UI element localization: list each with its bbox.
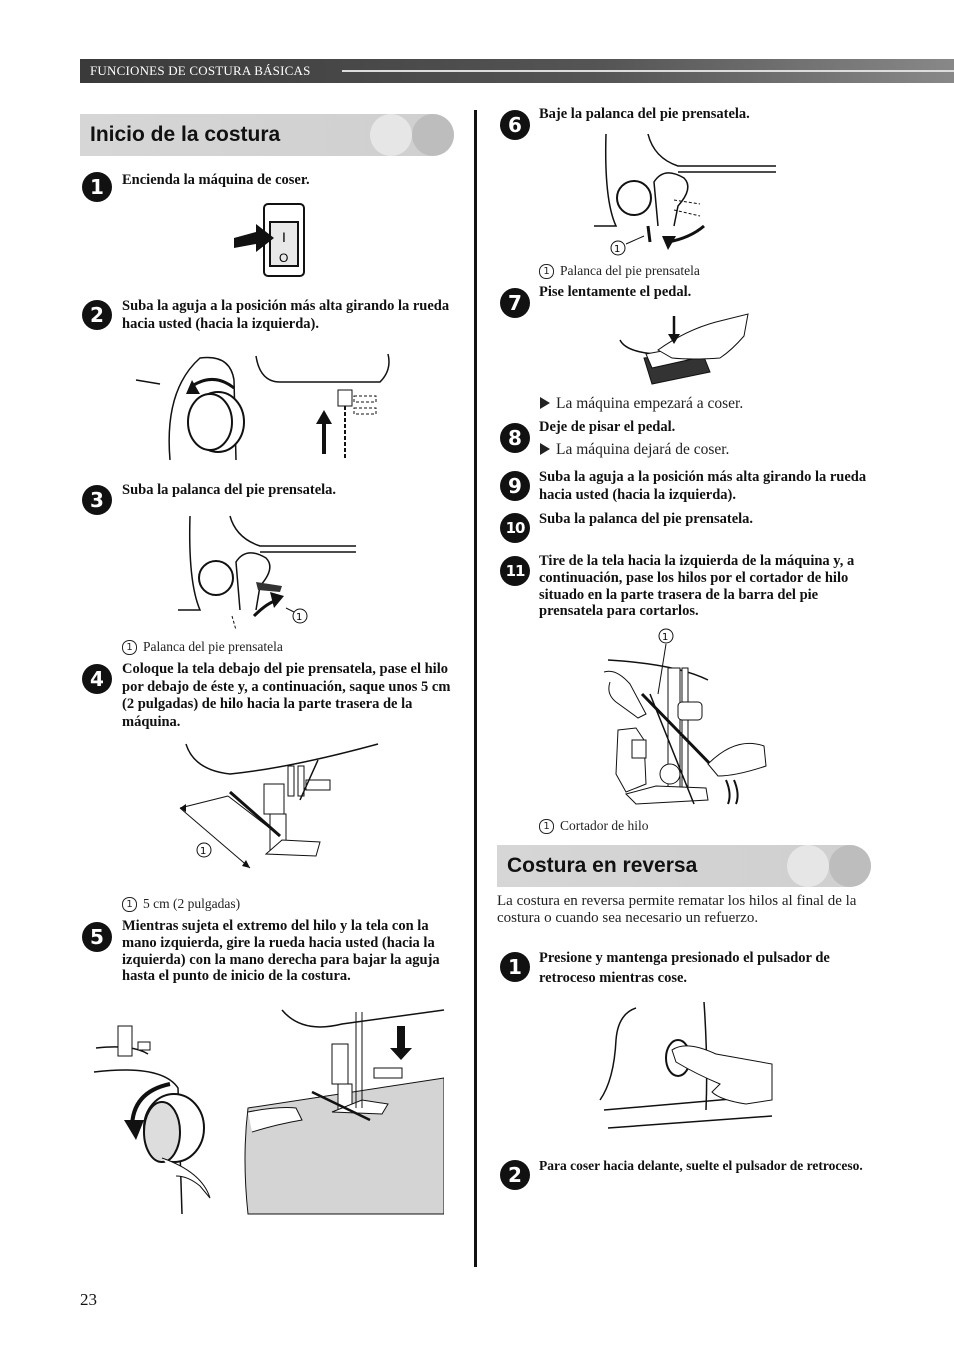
step-number: 3 xyxy=(82,485,112,515)
callout-marker: 1 xyxy=(122,897,137,912)
callout-number: 1 xyxy=(296,612,302,623)
callout-marker: 1 xyxy=(539,264,554,279)
presser-foot-lever-down-illustration: 1 xyxy=(594,133,776,256)
result-text: La máquina empezará a coser. xyxy=(556,395,744,412)
figure-caption: 1 Palanca del pie prensatela xyxy=(122,639,283,655)
step-number: 2 xyxy=(500,1160,530,1190)
reverse-button-illustration xyxy=(599,1001,773,1129)
callout-number: 1 xyxy=(200,846,206,857)
result-arrow-icon xyxy=(540,443,550,455)
presser-foot-lever-up-illustration: 1 xyxy=(178,515,356,631)
step-number: 5 xyxy=(82,922,112,952)
title-decoration xyxy=(370,114,412,156)
section-title-reversa: Costura en reversa xyxy=(497,845,871,887)
step-number: 2 xyxy=(82,300,112,330)
step-number: 7 xyxy=(500,288,530,318)
result-text: La máquina dejará de coser. xyxy=(556,441,730,458)
callout-marker: 1 xyxy=(122,640,137,655)
step-text: Tire de la tela hacia la izquierda de la… xyxy=(539,553,855,620)
step-number: 11 xyxy=(500,556,530,586)
step-text: Suba la palanca del pie prensatela. xyxy=(539,511,754,527)
fabric-thread-illustration: 1 xyxy=(179,743,379,869)
step-number: 4 xyxy=(82,664,112,694)
caption-text: Palanca del pie prensatela xyxy=(560,263,700,278)
step-text: Suba la aguja a la posición más alta gir… xyxy=(539,469,867,503)
step-number: 8 xyxy=(500,423,530,453)
section-intro: La costura en reversa permite rematar lo… xyxy=(497,893,857,926)
title-decoration xyxy=(787,845,829,887)
step-text: Para coser hacia delante, suelte el puls… xyxy=(539,1158,863,1173)
hand-wheel-fabric-illustration xyxy=(93,1009,444,1215)
section-title-inicio: Inicio de la costura xyxy=(80,114,454,156)
caption-text: 5 cm (2 pulgadas) xyxy=(143,896,241,911)
step-text: Suba la aguja a la posición más alta gir… xyxy=(122,298,450,332)
title-decoration xyxy=(829,845,871,887)
handwheel-needle-illustration xyxy=(135,353,390,461)
step-text: Baje la palanca del pie prensatela. xyxy=(539,106,750,122)
step-text: Coloque la tela debajo del pie prensatel… xyxy=(122,661,451,730)
step-result: La máquina empezará a coser. xyxy=(540,395,743,413)
callout-number: 1 xyxy=(662,632,668,643)
step-text: Suba la palanca del pie prensatela. xyxy=(122,482,337,498)
header-rule xyxy=(342,70,954,72)
callout-marker: 1 xyxy=(539,819,554,834)
step-number: 6 xyxy=(500,110,530,140)
switch-on-label: I xyxy=(282,229,286,245)
step-text: Presione y mantenga presionado el pulsad… xyxy=(539,950,830,986)
power-switch-illustration: I O xyxy=(234,203,305,277)
step-text: Encienda la máquina de coser. xyxy=(122,172,310,188)
switch-off-label: O xyxy=(279,251,288,265)
step-number: 1 xyxy=(82,172,112,202)
chapter-title: FUNCIONES DE COSTURA BÁSICAS xyxy=(90,63,311,78)
page-number: 23 xyxy=(80,1290,97,1309)
section-title-text: Inicio de la costura xyxy=(90,123,281,146)
chapter-header: FUNCIONES DE COSTURA BÁSICAS xyxy=(80,59,954,83)
caption-text: Cortador de hilo xyxy=(560,818,649,833)
title-decoration xyxy=(412,114,454,156)
foot-pedal-illustration xyxy=(619,313,749,385)
step-text: Mientras sujeta el extremo del hilo y la… xyxy=(122,918,440,985)
section-title-text: Costura en reversa xyxy=(507,854,698,877)
step-number: 10 xyxy=(500,513,530,543)
step-text: Pise lentamente el pedal. xyxy=(539,284,692,300)
step-number: 1 xyxy=(500,952,530,982)
caption-text: Palanca del pie prensatela xyxy=(143,639,283,654)
figure-caption: 1 5 cm (2 pulgadas) xyxy=(122,896,240,912)
callout-number: 1 xyxy=(614,244,620,255)
result-arrow-icon xyxy=(540,397,550,409)
figure-caption: 1 Cortador de hilo xyxy=(539,818,648,834)
step-number: 9 xyxy=(500,471,530,501)
figure-caption: 1 Palanca del pie prensatela xyxy=(539,263,700,279)
step-result: La máquina dejará de coser. xyxy=(540,441,729,459)
column-divider xyxy=(474,110,477,1267)
step-text: Deje de pisar el pedal. xyxy=(539,419,676,435)
thread-cutter-illustration: 1 xyxy=(603,628,767,805)
